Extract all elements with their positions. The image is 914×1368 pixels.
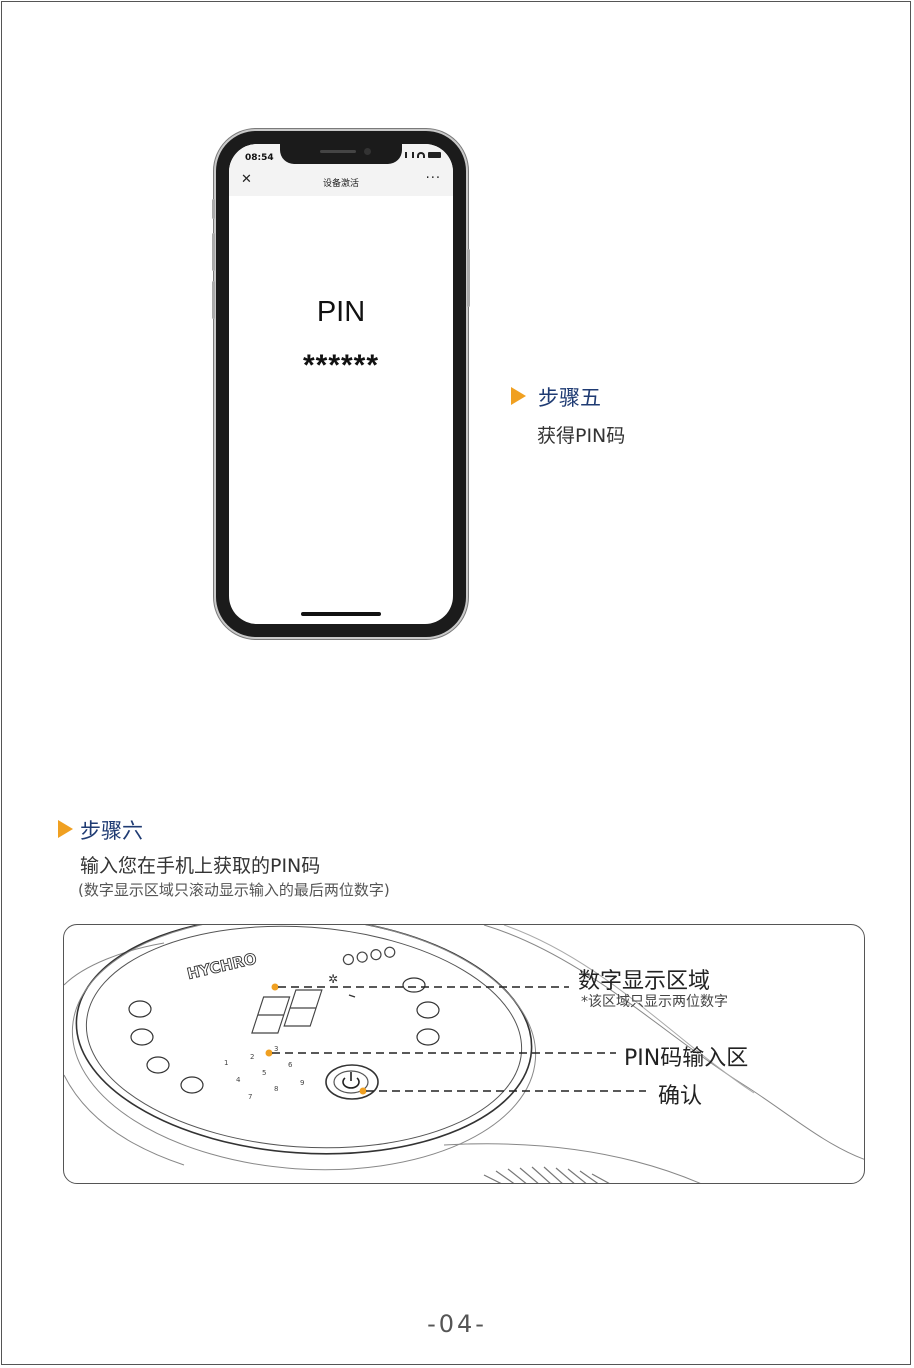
phone-mute-switch xyxy=(212,199,215,219)
phone-screen: 08:54 ✕ 设备激活 ··· PIN ****** xyxy=(229,144,453,624)
nav-title: 设备激活 xyxy=(322,179,359,189)
step5-arrow-icon xyxy=(511,387,526,405)
keypad-digit[interactable]: 6 xyxy=(288,1061,293,1069)
phone-mockup: 08:54 ✕ 设备激活 ··· PIN ****** xyxy=(212,131,470,637)
home-indicator[interactable] xyxy=(301,612,381,616)
brand-logo: HYCHRO xyxy=(185,950,258,983)
wifi-icon xyxy=(417,152,425,158)
phone-notch xyxy=(280,144,402,164)
step6-title: 步骤六 xyxy=(80,819,143,843)
more-options-icon[interactable]: ··· xyxy=(425,171,441,186)
nav-bar: ✕ 设备激活 ··· xyxy=(229,168,453,196)
keypad-digit[interactable]: 8 xyxy=(274,1085,278,1093)
signal-icon xyxy=(405,152,414,158)
phone-power-button xyxy=(467,249,470,307)
keypad-digit[interactable]: 2 xyxy=(250,1053,254,1061)
status-icons xyxy=(405,152,441,158)
keypad-digit[interactable]: 3 xyxy=(274,1045,278,1053)
keypad-digit[interactable]: 5 xyxy=(262,1069,266,1077)
speaker-grille xyxy=(320,150,356,153)
step6-arrow-icon xyxy=(58,820,73,838)
power-confirm-button[interactable] xyxy=(325,1064,379,1100)
keypad-marker xyxy=(265,1049,273,1057)
phone-volume-up xyxy=(212,233,215,271)
callout-display-note: *该区域只显示两位数字 xyxy=(581,994,728,1010)
page-number: -04- xyxy=(427,1310,487,1338)
keypad-digit[interactable]: 9 xyxy=(300,1079,304,1087)
step6-note: (数字显示区域只滚动显示输入的最后两位数字) xyxy=(78,881,390,899)
display-marker xyxy=(271,983,279,991)
keypad-digit[interactable]: 1 xyxy=(224,1059,228,1067)
callout-pin-input-area: PIN码输入区 xyxy=(624,1046,749,1071)
keypad-digit[interactable]: 7 xyxy=(248,1093,252,1101)
device-panel-diagram: HYCHRO ✲ xyxy=(63,924,865,1184)
svg-text:✲: ✲ xyxy=(328,972,338,986)
keypad-digit[interactable]: 4 xyxy=(236,1076,241,1084)
pin-label: PIN xyxy=(316,296,366,328)
step5-description: 获得PIN码 xyxy=(537,425,626,447)
front-camera xyxy=(364,148,371,155)
step5-title: 步骤五 xyxy=(538,386,601,410)
close-icon[interactable]: ✕ xyxy=(241,172,252,187)
confirm-marker xyxy=(359,1087,367,1095)
pin-code-masked: ****** xyxy=(302,349,380,382)
callout-confirm: 确认 xyxy=(658,1084,703,1109)
step6-description: 输入您在手机上获取的PIN码 xyxy=(80,855,321,877)
battery-icon xyxy=(428,152,441,158)
status-time: 08:54 xyxy=(245,153,274,163)
device-panel-illustration: HYCHRO ✲ xyxy=(64,925,864,1183)
callout-display-area: 数字显示区域 xyxy=(578,969,711,994)
pin-keypad[interactable]: 1 2 3 4 5 6 7 8 9 xyxy=(224,1045,304,1101)
phone-volume-down xyxy=(212,281,215,319)
